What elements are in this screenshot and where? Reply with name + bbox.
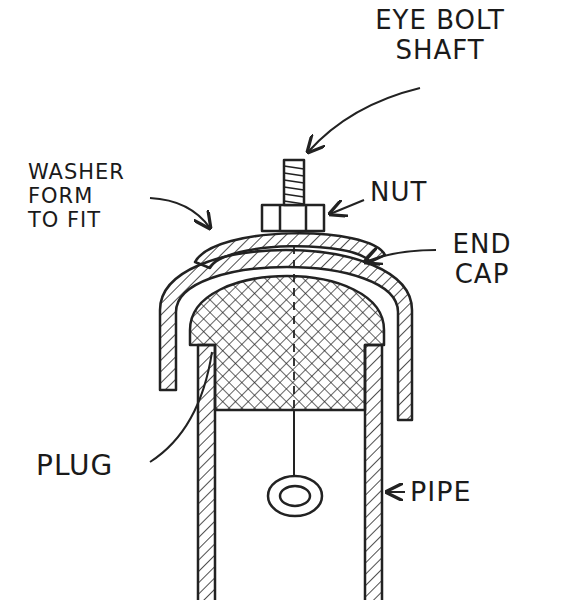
- plug: [190, 276, 384, 410]
- end-cap: [160, 250, 412, 420]
- nut-edge: [279, 205, 282, 231]
- part-label: PIPE: [410, 476, 520, 507]
- eye-hole: [280, 486, 310, 506]
- thread-mark: [284, 166, 304, 169]
- pipe-wall: [365, 345, 382, 600]
- leader-line: [308, 88, 420, 152]
- bolt-shaft: [284, 160, 304, 205]
- thread-marks: [284, 166, 304, 204]
- pipe-wall: [198, 345, 215, 600]
- thread-mark: [284, 194, 304, 197]
- thread-mark: [284, 173, 304, 176]
- bolt-stem: [293, 410, 295, 476]
- part-label: EYE BOLT SHAFT: [350, 6, 530, 66]
- part-label: WASHER FORM TO FIT: [28, 160, 128, 232]
- leader-line: [150, 198, 210, 228]
- part-label: PLUG: [36, 450, 166, 482]
- leader-line: [330, 200, 364, 214]
- part-label: END CAP: [432, 230, 532, 290]
- leader-line: [150, 352, 212, 462]
- part-label: NUT: [370, 178, 460, 208]
- eye: [268, 476, 322, 516]
- thread-mark: [284, 180, 304, 183]
- thread-mark: [284, 187, 304, 190]
- nut: [262, 205, 324, 231]
- leader-line: [365, 250, 436, 262]
- thread-mark: [284, 201, 304, 204]
- bolt-centerline: [293, 246, 295, 410]
- nut-edge: [305, 205, 308, 231]
- leader-line: [387, 491, 405, 493]
- washer: [195, 233, 385, 268]
